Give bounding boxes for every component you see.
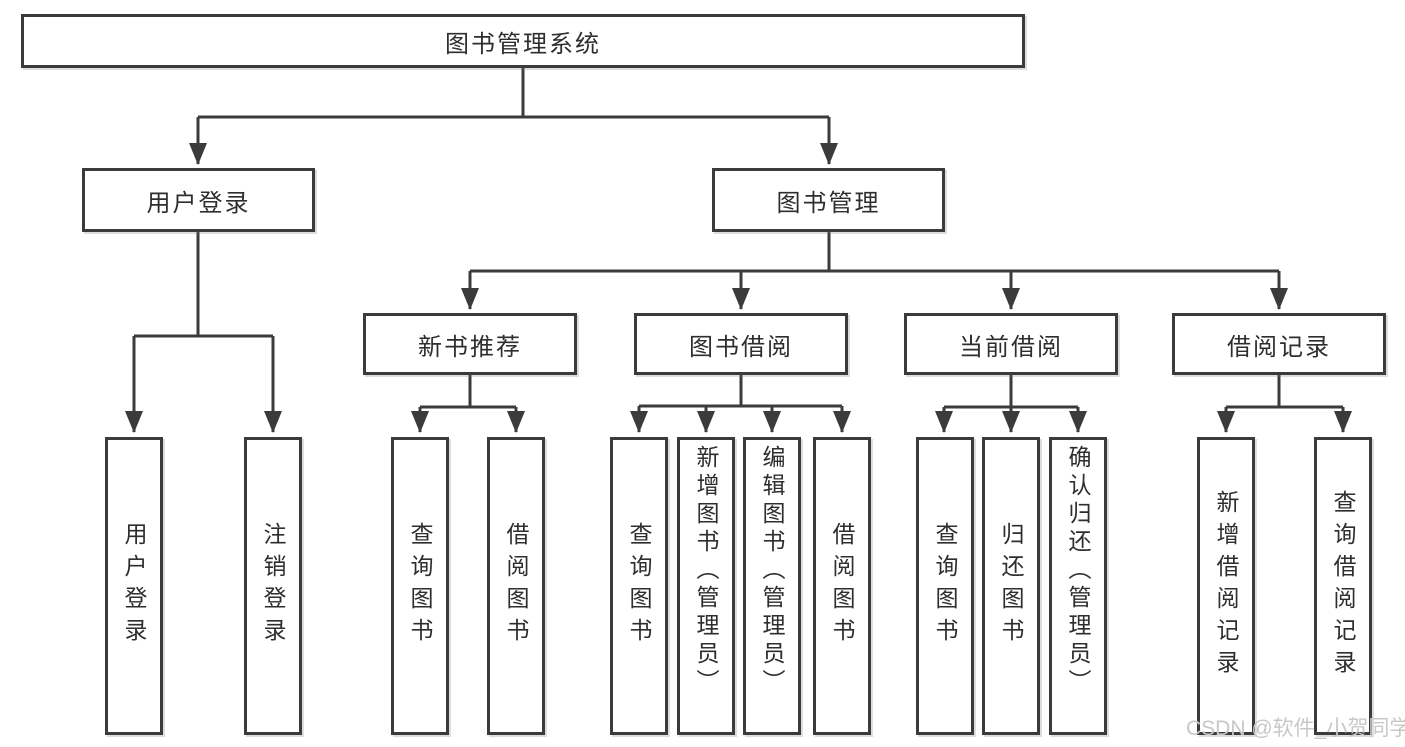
node-label: 新书推荐	[418, 333, 522, 361]
leaf-return-books: 归还图书	[982, 437, 1040, 735]
node-label: 图书管理	[776, 189, 881, 217]
leaf-label: 编辑图书（管理员）	[759, 445, 785, 697]
leaf-edit-book-admin: 编辑图书（管理员）	[743, 437, 801, 735]
leaf-logout: 注销登录	[244, 437, 302, 735]
leaf-query-borrow-record: 查询借阅记录	[1314, 437, 1372, 735]
node-label: 用户登录	[146, 189, 251, 217]
node-book-borrowing: 图书借阅	[634, 313, 848, 375]
node-user-login: 用户登录	[82, 168, 315, 232]
leaf-label: 用户登录	[121, 522, 147, 650]
leaf-query-books-recommend: 查询图书	[391, 437, 449, 735]
node-label: 当前借阅	[959, 333, 1063, 361]
node-label: 借阅记录	[1227, 333, 1331, 361]
leaf-label: 借阅图书	[829, 522, 855, 650]
leaf-label: 新增借阅记录	[1213, 490, 1239, 682]
leaf-query-books-borrowing: 查询图书	[610, 437, 668, 735]
leaf-label: 查询图书	[932, 522, 958, 650]
leaf-label: 确认归还（管理员）	[1065, 445, 1091, 697]
node-current-borrowing: 当前借阅	[904, 313, 1118, 375]
leaf-add-borrow-record: 新增借阅记录	[1197, 437, 1255, 735]
leaf-query-books-current: 查询图书	[916, 437, 974, 735]
node-library-management-system: 图书管理系统	[21, 14, 1025, 68]
leaf-add-book-admin: 新增图书（管理员）	[677, 437, 735, 735]
node-new-book-recommend: 新书推荐	[363, 313, 577, 375]
leaf-user-login: 用户登录	[105, 437, 163, 735]
leaf-label: 归还图书	[998, 522, 1024, 650]
leaf-label: 注销登录	[260, 522, 286, 650]
leaf-label: 借阅图书	[503, 522, 529, 650]
leaf-label: 查询图书	[626, 522, 652, 650]
leaf-label: 新增图书（管理员）	[693, 445, 719, 697]
leaf-borrow-books-recommend: 借阅图书	[487, 437, 545, 735]
node-book-management: 图书管理	[712, 168, 945, 232]
node-label: 图书管理系统	[445, 30, 601, 58]
node-borrowing-records: 借阅记录	[1172, 313, 1386, 375]
node-label: 图书借阅	[689, 333, 793, 361]
leaf-label: 查询借阅记录	[1330, 490, 1356, 682]
leaf-confirm-return-admin: 确认归还（管理员）	[1049, 437, 1107, 735]
leaf-label: 查询图书	[407, 522, 433, 650]
leaf-borrow-books-borrowing: 借阅图书	[813, 437, 871, 735]
watermark: CSDN @软件_小贺同学	[1186, 717, 1405, 740]
